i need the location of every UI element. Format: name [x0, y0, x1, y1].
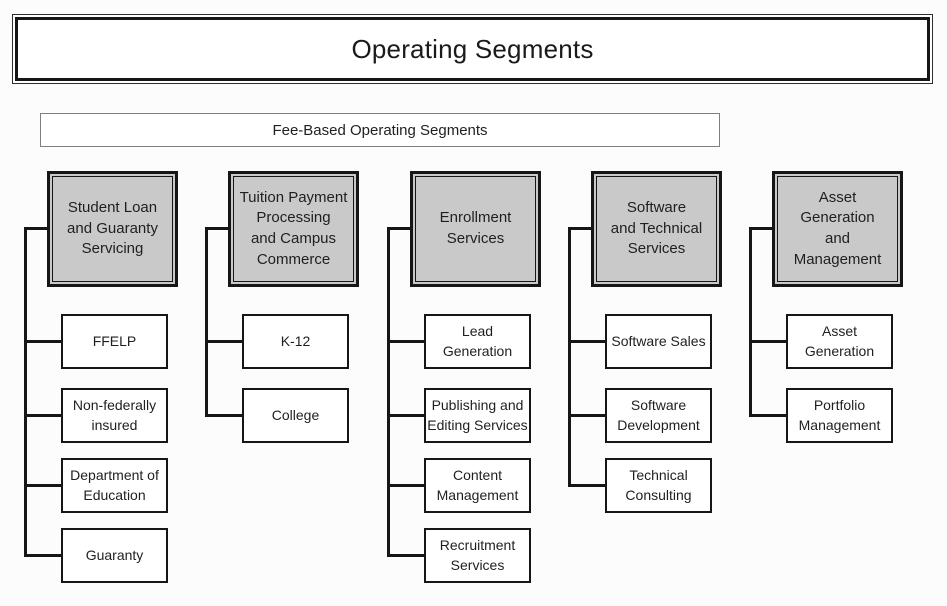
- connector-line: [568, 227, 591, 230]
- connector-line: [387, 227, 390, 557]
- connector-line: [387, 414, 424, 417]
- node-technical-consulting: Technical Consulting: [605, 458, 712, 513]
- connector-line: [24, 554, 61, 557]
- connector-line: [205, 340, 242, 343]
- connector-line: [387, 227, 410, 230]
- page-title: Operating Segments: [15, 17, 930, 81]
- segment-software-technical-services: Software and Technical Services: [591, 171, 722, 287]
- connector-line: [24, 227, 27, 557]
- connector-line: [568, 227, 571, 487]
- node-non-federally-insured: Non-federally insured: [61, 388, 168, 443]
- node-college: College: [242, 388, 349, 443]
- segment-asset-generation-management: Asset Generation and Management: [772, 171, 903, 287]
- segment-header-label: Enrollment Services: [415, 176, 536, 282]
- node-software-sales: Software Sales: [605, 314, 712, 369]
- node-content-management: Content Management: [424, 458, 531, 513]
- node-recruitment-services: Recruitment Services: [424, 528, 531, 583]
- segment-student-loan-guaranty-servicing: Student Loan and Guaranty Servicing: [47, 171, 178, 287]
- connector-line: [24, 484, 61, 487]
- segment-header-label: Software and Technical Services: [596, 176, 717, 282]
- node-publishing-editing-services: Publishing and Editing Services: [424, 388, 531, 443]
- segment-header-label: Student Loan and Guaranty Servicing: [52, 176, 173, 282]
- segment-header-label: Tuition Payment Processing and Campus Co…: [233, 176, 354, 282]
- connector-line: [24, 414, 61, 417]
- node-asset-generation: Asset Generation: [786, 314, 893, 369]
- connector-line: [568, 414, 605, 417]
- fee-based-banner: Fee-Based Operating Segments: [40, 113, 720, 147]
- connector-line: [568, 340, 605, 343]
- connector-line: [387, 340, 424, 343]
- connector-line: [749, 227, 752, 417]
- node-k-12: K-12: [242, 314, 349, 369]
- chart-title-box: Operating Segments: [12, 14, 933, 84]
- connector-line: [24, 227, 47, 230]
- segment-enrollment-services: Enrollment Services: [410, 171, 541, 287]
- segment-header-label: Asset Generation and Management: [777, 176, 898, 282]
- connector-line: [749, 414, 786, 417]
- node-software-development: Software Development: [605, 388, 712, 443]
- node-lead-generation: Lead Generation: [424, 314, 531, 369]
- node-guaranty: Guaranty: [61, 528, 168, 583]
- connector-line: [749, 227, 772, 230]
- connector-line: [387, 554, 424, 557]
- node-portfolio-management: Portfolio Management: [786, 388, 893, 443]
- connector-line: [749, 340, 786, 343]
- node-department-of-education: Department of Education: [61, 458, 168, 513]
- connector-line: [205, 227, 208, 417]
- connector-line: [205, 227, 228, 230]
- connector-line: [205, 414, 242, 417]
- connector-line: [24, 340, 61, 343]
- node-ffelp: FFELP: [61, 314, 168, 369]
- segment-tuition-payment-processing: Tuition Payment Processing and Campus Co…: [228, 171, 359, 287]
- connector-line: [568, 484, 605, 487]
- connector-line: [387, 484, 424, 487]
